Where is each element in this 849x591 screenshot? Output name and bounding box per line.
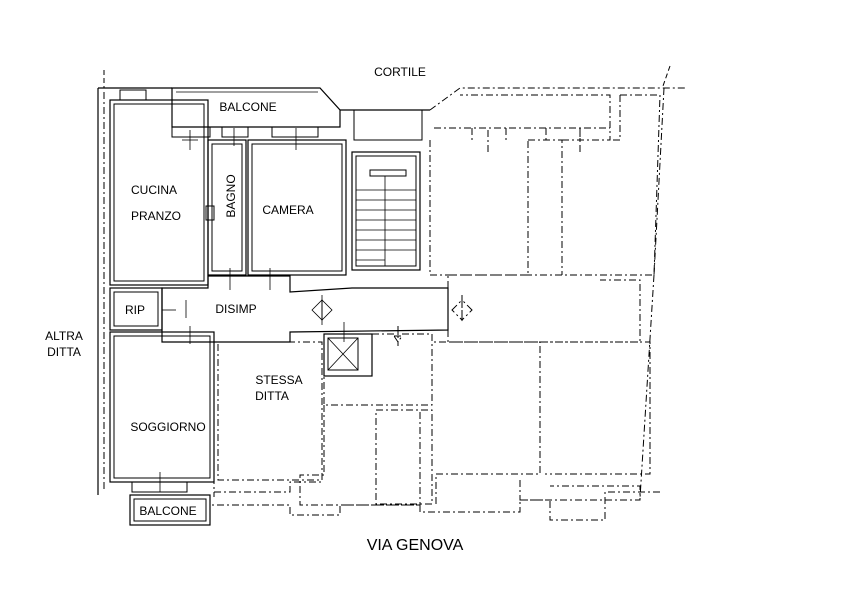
kitchen-label: CUCINA [131,183,177,197]
courtyard-label: CORTILE [374,65,426,79]
bottom-balcony [129,481,211,526]
other-firm-label-line1: ALTRA [45,329,83,343]
same-firm-label-line1: STESSA [255,373,302,387]
street-label: VIA GENOVA [367,537,464,554]
bathroom-label: BAGNO [224,174,238,217]
bathroom [205,128,247,290]
neighbour-rooms [299,94,661,506]
storage-label: RIP [125,303,145,317]
living-room-label: SOGGIORNO [130,420,205,434]
same-firm-label-line2: DITTA [255,389,289,403]
top-balcony [119,87,423,141]
elevator [323,322,373,377]
dining-label: PRANZO [131,209,181,223]
living-room [109,326,215,492]
site-boundaries [97,65,685,521]
balcony-top-label: BALCONE [219,100,276,114]
staircase [351,151,421,271]
hallway [161,275,449,343]
hallway-label: DISIMP [215,302,256,316]
balcony-bottom-label: BALCONE [139,504,196,518]
bedroom [247,128,347,290]
bedroom-label: CAMERA [262,203,313,217]
same-firm-area [213,341,323,497]
other-firm-label-line2: DITTA [47,345,81,359]
